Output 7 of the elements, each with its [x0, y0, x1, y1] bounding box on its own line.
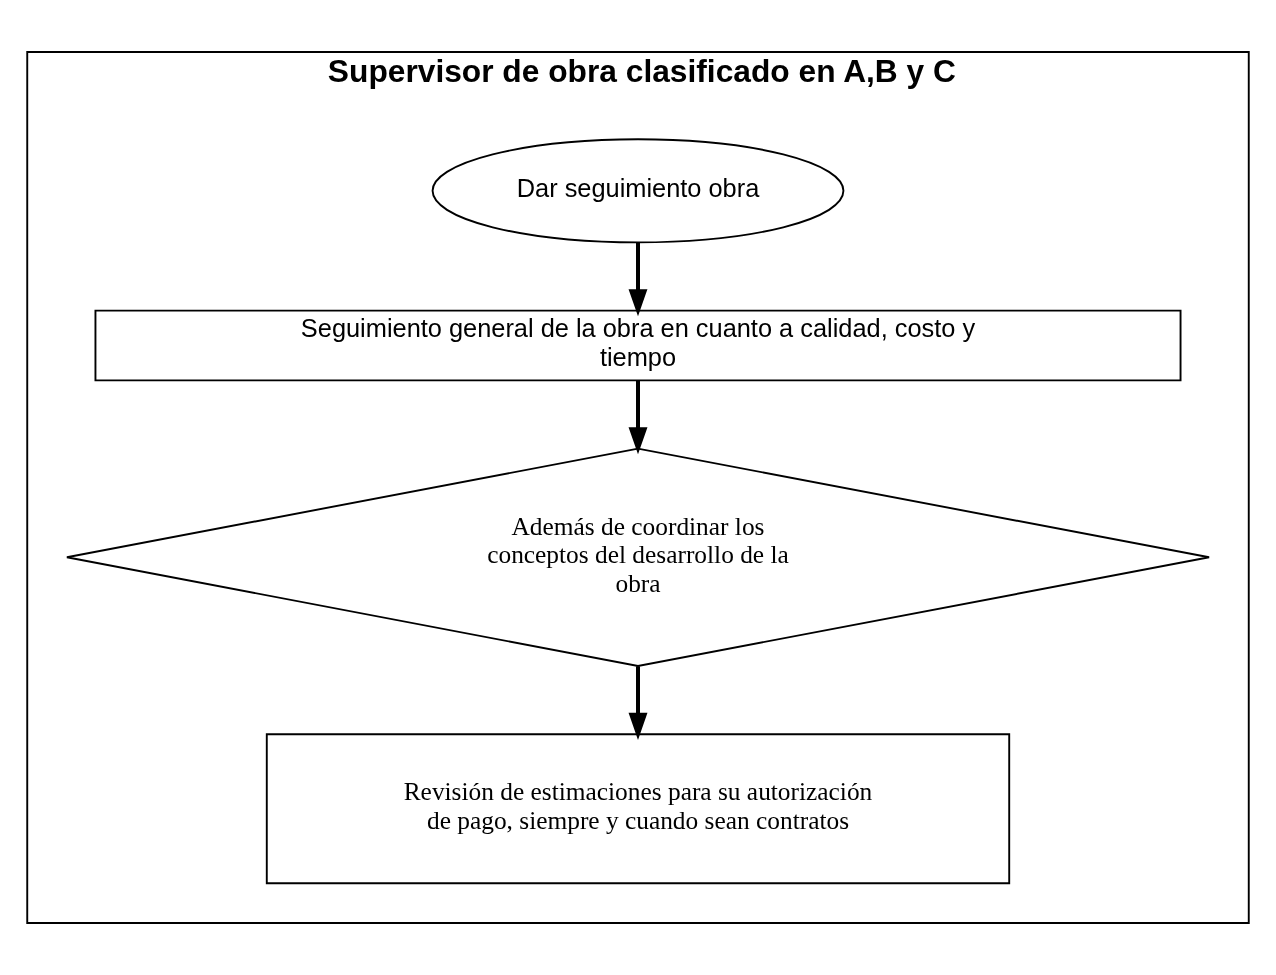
- node-box: Revisión de estimaciones para su autorización de pago, siempre y cuando sean contratos: [265, 733, 1011, 885]
- arrow: [628, 242, 648, 317]
- node-ellipse: Dar seguimiento obra: [431, 138, 845, 244]
- arrow: [628, 380, 648, 455]
- arrow: [628, 666, 648, 740]
- node-diamond: Además de coordinar los conceptos del desarrollo de la obra: [65, 447, 1211, 667]
- node-box: Seguimiento general de la obra en cuanto a calidad, costo y tiempo: [94, 309, 1182, 382]
